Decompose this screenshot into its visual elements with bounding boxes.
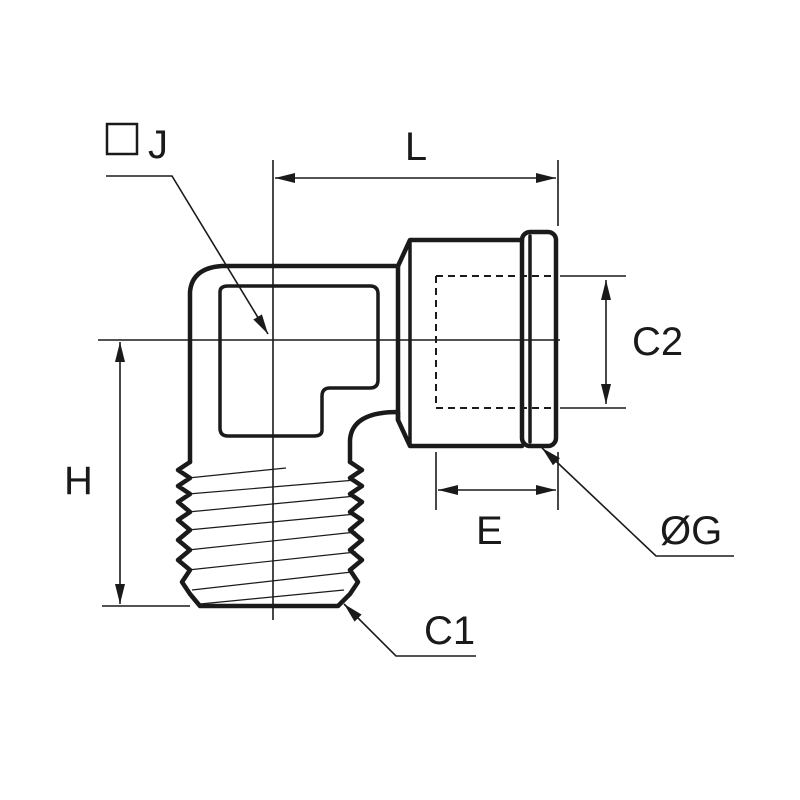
dimension-h: H <box>64 342 190 607</box>
thread-profile <box>175 459 365 609</box>
label-c2: C2 <box>632 320 683 364</box>
dimension-l: L <box>275 125 559 226</box>
label-g: ØG <box>660 509 722 553</box>
collar-ring <box>519 229 559 449</box>
center-lines <box>98 160 560 620</box>
label-l: L <box>405 125 427 169</box>
threaded-spigot <box>175 459 365 609</box>
dimension-c1: C1 <box>343 603 476 657</box>
label-c1: C1 <box>424 609 475 653</box>
hidden-bore <box>435 275 556 409</box>
fitting-body <box>187 229 559 465</box>
dimension-j: J <box>105 122 269 335</box>
square-symbol-icon <box>105 122 139 156</box>
dimension-e: E <box>435 452 559 553</box>
label-e: E <box>476 509 503 553</box>
inner-bore <box>218 284 380 438</box>
label-j: J <box>148 123 168 167</box>
dimension-c2: C2 <box>560 275 683 409</box>
thread-lines <box>187 467 357 605</box>
label-h: H <box>64 459 93 503</box>
body-outline <box>187 237 525 465</box>
dimension-g: ØG <box>541 447 734 557</box>
